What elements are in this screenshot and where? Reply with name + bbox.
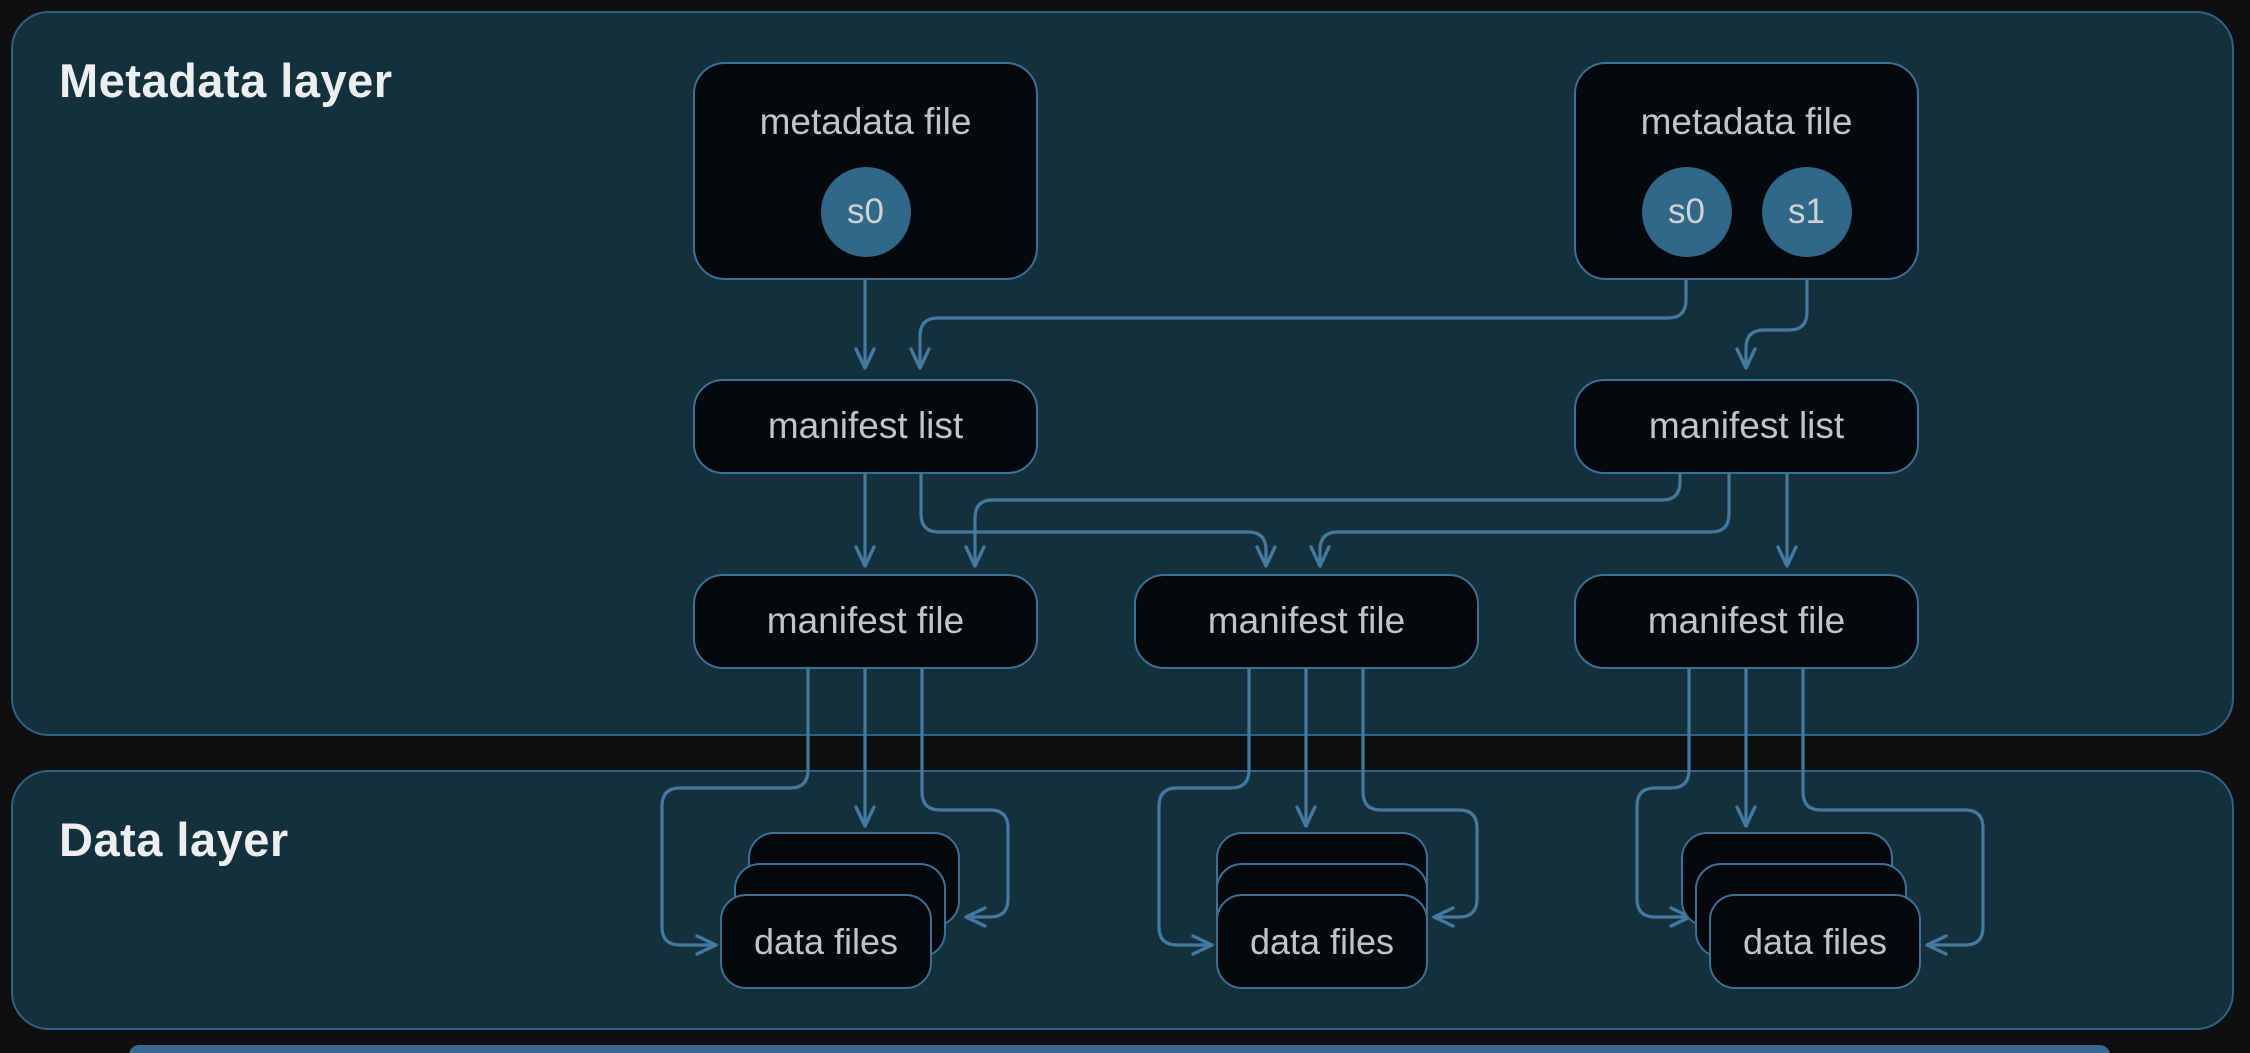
metadata-layer-title: Metadata layer [59,54,393,107]
data-layer-title: Data layer [59,813,289,866]
bottom-bar [129,1045,2110,1053]
data-files-label: data files [1742,920,1888,962]
data-files-label: data files [1249,920,1395,962]
node-metadata-file-right: metadata file s0 s1 [1574,62,1919,280]
node-manifest-list-right: manifest list [1574,379,1919,474]
manifest-file-label: manifest file [766,600,965,642]
node-manifest-file-center: manifest file [1134,574,1479,669]
manifest-list-label: manifest list [1648,405,1845,447]
node-metadata-file-left: metadata file s0 [693,62,1038,280]
manifest-file-label: manifest file [1647,600,1846,642]
node-manifest-file-left: manifest file [693,574,1038,669]
manifest-file-label: manifest file [1207,600,1406,642]
node-data-files-left: data files [720,894,932,989]
node-data-files-center: data files [1216,894,1428,989]
snapshot-row: s0 [820,166,911,257]
node-manifest-list-left: manifest list [693,379,1038,474]
node-data-files-right: data files [1709,894,1921,989]
snapshot-s0: s0 [1641,166,1732,257]
manifest-list-label: manifest list [767,405,964,447]
metadata-file-label: metadata file [759,101,972,142]
node-manifest-file-right: manifest file [1574,574,1919,669]
snapshot-row: s0 s1 [1641,166,1852,257]
metadata-file-label: metadata file [1640,101,1853,142]
data-files-label: data files [753,920,899,962]
snapshot-s1: s1 [1761,166,1852,257]
snapshot-s0: s0 [820,166,911,257]
